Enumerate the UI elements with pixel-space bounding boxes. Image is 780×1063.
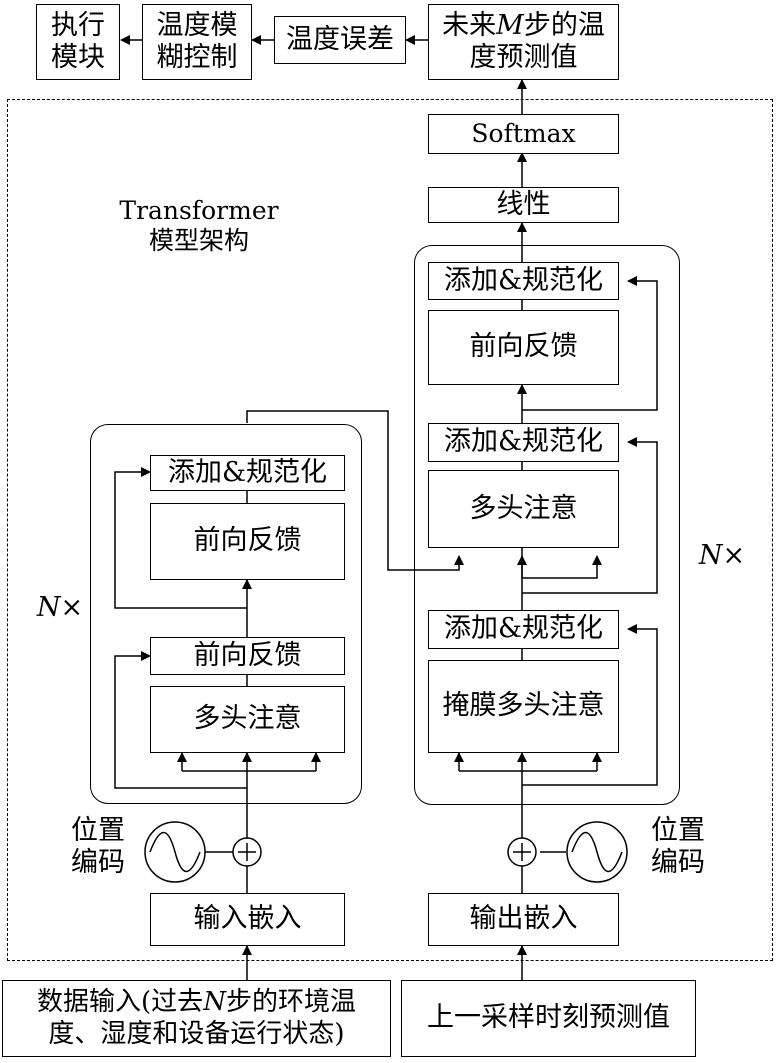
enc-pos-enc-icon xyxy=(144,821,206,883)
enc-embed-box: 输入嵌入 xyxy=(150,893,345,946)
dec-addnorm1-box: 添加&规范化 xyxy=(428,610,619,649)
dec-addnorm2-box: 添加&规范化 xyxy=(428,423,619,462)
dec-pos-enc-icon xyxy=(566,821,628,883)
residual-dec-ffn xyxy=(522,276,658,411)
dec-masked-mha-box: 掩膜多头注意 xyxy=(428,660,619,753)
transformer-title: Transformer 模型架构 xyxy=(119,196,279,255)
prediction-line2: 度预测值 xyxy=(469,42,578,73)
dec-input-box: 上一采样时刻预测值 xyxy=(401,980,696,1057)
dec-addnorm3-box: 添加&规范化 xyxy=(428,262,619,300)
transformer-frame xyxy=(7,99,773,961)
enc-input-line2: 度、湿度和设备运行状态) xyxy=(48,1018,345,1049)
enc-addnorm1-box: 前向反馈 xyxy=(150,637,345,675)
residual-dec-mha xyxy=(522,437,658,594)
encoder-block xyxy=(90,424,362,804)
decoder-block xyxy=(414,245,680,805)
dec-ffn-box: 前向反馈 xyxy=(428,310,619,385)
prediction-line1: 未来M步的温 xyxy=(442,9,605,41)
enc-to-dec-kv xyxy=(246,410,464,571)
dec-add-circle xyxy=(507,837,537,867)
dec-pos-enc-label: 位置 编码 xyxy=(651,815,705,879)
prediction-box: 未来M步的温 度预测值 xyxy=(428,4,619,80)
linear-box: 线性 xyxy=(428,187,619,223)
dec-mha-input-v xyxy=(522,555,602,579)
enc-input-line1: 数据输入(过去N步的环境温 xyxy=(37,987,356,1018)
dec-nx-label: N× xyxy=(698,540,746,571)
dec-embed-box: 输出嵌入 xyxy=(428,893,619,946)
softmax-box: Softmax xyxy=(428,114,619,154)
temp-error-box: 温度误差 xyxy=(274,16,406,64)
enc-sine-wave xyxy=(149,831,201,873)
dec-sine-wave xyxy=(571,831,623,873)
fuzzy-control-box: 温度模 糊控制 xyxy=(142,4,252,80)
dec-mha-box: 多头注意 xyxy=(428,470,619,548)
enc-mha-box: 多头注意 xyxy=(150,686,345,753)
enc-pos-enc-label: 位置 编码 xyxy=(71,815,125,879)
enc-addnorm2-box: 添加&规范化 xyxy=(150,455,345,491)
residual-enc-ffn xyxy=(114,467,247,609)
enc-add-circle xyxy=(232,837,262,867)
residual-dec-masked xyxy=(522,624,658,786)
enc-nx-label: N× xyxy=(36,592,84,623)
exec-module-box: 执行 模块 xyxy=(36,4,120,80)
enc-ffn-box: 前向反馈 xyxy=(150,503,345,580)
residual-enc-mha xyxy=(114,651,247,789)
enc-input-box: 数据输入(过去N步的环境温 度、湿度和设备运行状态) xyxy=(2,980,391,1057)
